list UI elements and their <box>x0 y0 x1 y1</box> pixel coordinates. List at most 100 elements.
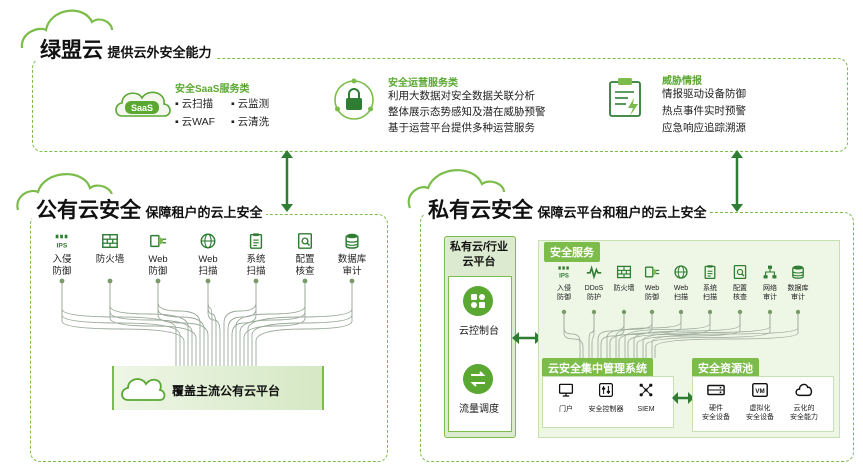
service-connector-dot <box>561 309 567 315</box>
connection-line <box>654 314 799 358</box>
connection-line <box>207 283 221 366</box>
pool-header: 安全资源池 <box>692 358 759 378</box>
connection-line <box>109 283 197 366</box>
connection-line <box>251 283 353 366</box>
top-subtitle: 提供云外安全能力 <box>107 45 212 60</box>
service-label: 防火墙 <box>95 254 125 265</box>
saas-item: ▪ 云WAF <box>175 116 216 128</box>
saas-category: 安全SaaS服务类 <box>175 84 250 95</box>
service-label: Web 扫描 <box>673 285 689 301</box>
private-platform-header: 私有云/行业云平台 <box>449 241 509 268</box>
public-title-text: 公有云安全 <box>36 199 141 222</box>
connection-line <box>563 314 581 358</box>
mgmt-header: 云安全集中管理系统 <box>542 358 653 378</box>
connection-line <box>636 314 741 358</box>
connection-line <box>61 283 177 366</box>
public-panel <box>30 214 388 462</box>
clipboard-icon <box>247 232 265 255</box>
console-label: 云控制台 <box>459 326 499 337</box>
network-icon <box>762 264 778 285</box>
saas-icon: SaaS <box>114 86 171 125</box>
service-label: 入侵 防御 <box>52 254 72 277</box>
cloud-capability-icon <box>795 381 813 404</box>
ips-icon: IPS <box>556 264 572 285</box>
service-label: 系统 扫描 <box>703 285 717 301</box>
private-subtitle: 保障云平台和租户的云上安全 <box>537 205 707 220</box>
hardware-icon <box>707 381 725 404</box>
lock-icon <box>332 78 376 127</box>
connection-line <box>157 283 205 366</box>
connection-line <box>109 283 189 366</box>
connection-line <box>235 283 306 366</box>
service-connector-dot <box>795 309 801 315</box>
connection-line <box>223 283 257 366</box>
connection-line <box>624 314 711 358</box>
connection-line <box>606 314 653 358</box>
ops-item: 基于运营平台提供多种运营服务 <box>388 122 535 134</box>
connection-line <box>600 314 625 358</box>
connection-line <box>633 314 741 358</box>
service-label: 网络 审计 <box>763 285 777 301</box>
connection-line <box>61 283 181 366</box>
vm-icon: VM <box>751 381 769 404</box>
monitor-icon <box>558 382 574 403</box>
service-connector-dot <box>107 278 113 284</box>
public-platform <box>112 366 324 410</box>
saas-item: ▪ 云监测 <box>231 98 270 110</box>
service-label: 系统 扫描 <box>246 254 266 277</box>
config-check-icon <box>732 264 748 285</box>
siem-icon <box>638 382 654 403</box>
service-connector-dot <box>621 309 627 315</box>
ops-category: 安全运营服务类 <box>388 78 458 89</box>
private-title: 私有云安全 保障云平台和租户的云上安全 <box>424 194 711 224</box>
svg-text:IPS: IPS <box>57 242 68 249</box>
public-platform-label: 覆盖主流公有云平台 <box>172 384 281 398</box>
service-label: SIEM <box>637 406 655 413</box>
ddos-icon <box>586 264 602 285</box>
service-label: 门户 <box>559 406 573 413</box>
threat-category: 威胁情报 <box>662 76 702 87</box>
connection-line <box>239 283 306 366</box>
ops-item: 整体展示态势感知及潜在威胁预警 <box>388 106 546 118</box>
connection-line <box>109 283 193 366</box>
svg-text:IPS: IPS <box>559 274 569 280</box>
service-label: 硬件 安全设备 <box>702 405 730 421</box>
console-icon <box>463 286 493 321</box>
service-label: 入侵 防御 <box>557 285 571 301</box>
clipboard-icon <box>702 264 718 285</box>
firewall-icon <box>101 232 119 255</box>
ops-item: 利用大数据对安全数据关联分析 <box>388 90 535 102</box>
controller-icon <box>598 382 614 403</box>
threat-item: 情报驱动设备防御 <box>662 88 746 100</box>
service-label: 数据库 审计 <box>787 285 809 301</box>
cloud-icon <box>120 374 166 407</box>
service-label: 配置 核查 <box>733 285 747 301</box>
service-connector-dot <box>707 309 713 315</box>
ips-icon: IPS <box>53 232 71 255</box>
connection-line <box>247 283 353 366</box>
connection-line <box>157 283 201 366</box>
service-connector-dot <box>678 309 684 315</box>
connection-line <box>243 283 306 366</box>
top-private-arrow <box>731 150 743 212</box>
service-connector-dot <box>59 278 65 284</box>
connection-line <box>615 314 682 358</box>
service-label: DDoS 防护 <box>584 285 604 301</box>
service-label: Web 扫描 <box>198 254 218 277</box>
database-icon <box>790 264 806 285</box>
connection-line <box>563 314 584 358</box>
service-label: Web 防御 <box>644 285 660 301</box>
service-connector-dot <box>737 309 743 315</box>
threat-intel-icon <box>606 76 646 125</box>
service-connector-dot <box>649 309 655 315</box>
traffic-label: 流量调度 <box>459 404 499 415</box>
service-connector-dot <box>253 278 259 284</box>
service-label: 虚拟化 安全设备 <box>746 405 774 421</box>
connection-line <box>642 314 771 358</box>
connection-line <box>588 314 595 358</box>
service-label: 数据库 审计 <box>337 254 367 277</box>
web-defense-icon <box>644 264 660 285</box>
service-label: Web 防御 <box>148 254 168 277</box>
